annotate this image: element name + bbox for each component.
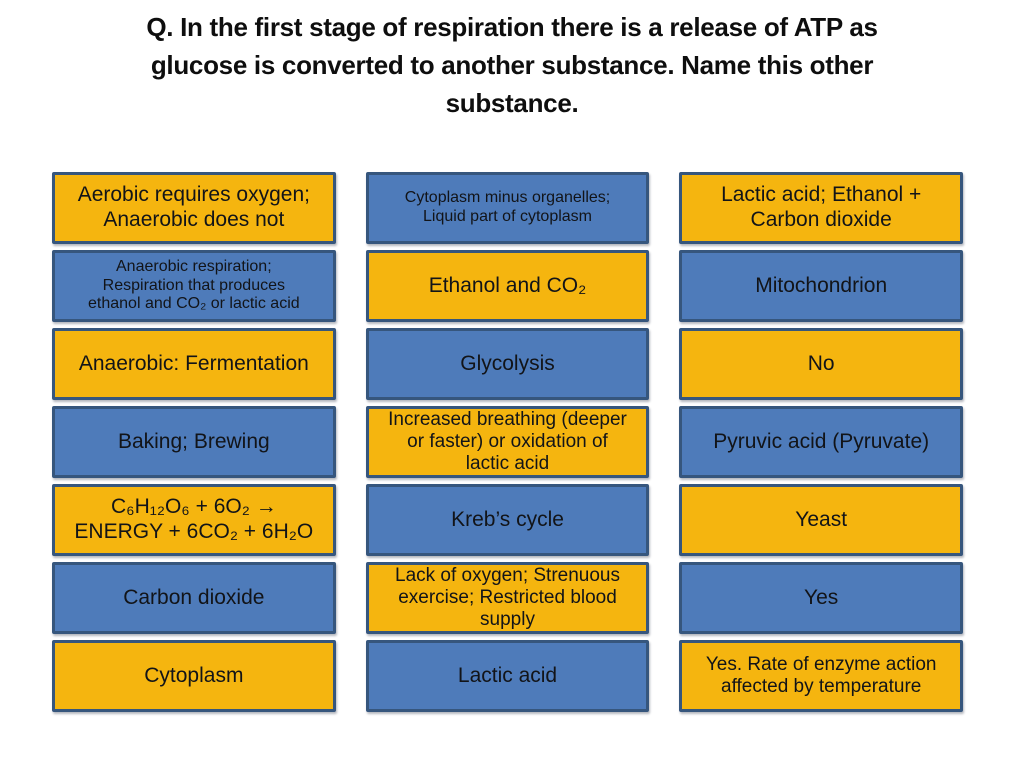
answers-column-3: Lactic acid; Ethanol + Carbon dioxide Mi… — [679, 172, 964, 712]
answer-box: Lack of oxygen; Strenuous exercise; Rest… — [365, 562, 650, 634]
answer-box: Lactic acid; Ethanol + Carbon dioxide — [679, 172, 964, 244]
answer-box: Kreb’s cycle — [365, 484, 650, 556]
answers-column-1: Aerobic requires oxygen; Anaerobic does … — [52, 172, 336, 712]
answer-box: Increased breathing (deeper or faster) o… — [365, 406, 650, 478]
question-title: Q. In the first stage of respiration the… — [146, 12, 878, 118]
answer-box: Pyruvic acid (Pyruvate) — [679, 406, 964, 478]
answer-box: No — [679, 328, 964, 400]
answer-box: Anaerobic respiration; Respiration that … — [52, 250, 336, 322]
answer-box: Glycolysis — [365, 328, 650, 400]
answers-grid: Aerobic requires oxygen; Anaerobic does … — [52, 172, 964, 712]
answer-box: Yeast — [679, 484, 964, 556]
answer-box: Carbon dioxide — [52, 562, 336, 634]
answer-box: Anaerobic: Fermentation — [52, 328, 336, 400]
answer-box: Yes. Rate of enzyme action affected by t… — [679, 640, 964, 712]
answer-box: Aerobic requires oxygen; Anaerobic does … — [52, 172, 336, 244]
answer-box: Ethanol and CO₂ — [365, 250, 650, 322]
answer-box: Baking; Brewing — [52, 406, 336, 478]
answer-box: Cytoplasm minus organelles; Liquid part … — [365, 172, 650, 244]
answer-box: Yes — [679, 562, 964, 634]
answer-box: C₆H₁₂O₆ + 6O₂ → ENERGY + 6CO₂ + 6H₂O — [52, 484, 336, 556]
answers-column-2: Cytoplasm minus organelles; Liquid part … — [365, 172, 650, 712]
answer-box: Mitochondrion — [679, 250, 964, 322]
answer-box: Lactic acid — [365, 640, 650, 712]
answer-box: Cytoplasm — [52, 640, 336, 712]
